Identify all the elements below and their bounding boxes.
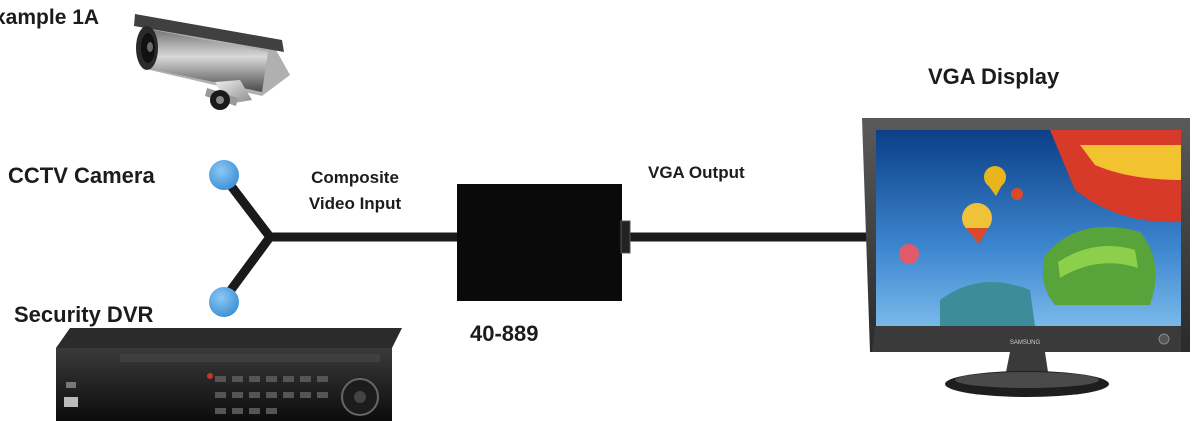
dvr-recorder-icon (56, 328, 402, 421)
converter-box (457, 184, 631, 301)
cable-network (220, 173, 871, 303)
dvr-cable (220, 232, 275, 303)
monitor-brand: SAMSUNG (1010, 340, 1041, 346)
monitor-icon: SAMSUNG (862, 118, 1190, 397)
camera-cable (220, 173, 275, 242)
monitor-power-button (1158, 333, 1170, 345)
dvr-connector-dot (209, 287, 239, 317)
dvr-label: Security DVR (14, 302, 154, 327)
camera-label: CCTV Camera (8, 163, 155, 188)
camera-connector-dot (209, 160, 239, 190)
diagram-title: xample 1A (0, 6, 100, 29)
vga-display-label: VGA Display (928, 64, 1060, 89)
vga-output-label: VGA Output (648, 163, 745, 182)
composite-input-line2: Video Input (308, 194, 402, 213)
vga-port (620, 220, 631, 254)
composite-input-label: Composite Video Input (290, 165, 420, 217)
converter-model-label: 40-889 (470, 321, 539, 346)
cctv-camera-icon (134, 14, 290, 110)
composite-input-line1: Composite (311, 168, 399, 187)
